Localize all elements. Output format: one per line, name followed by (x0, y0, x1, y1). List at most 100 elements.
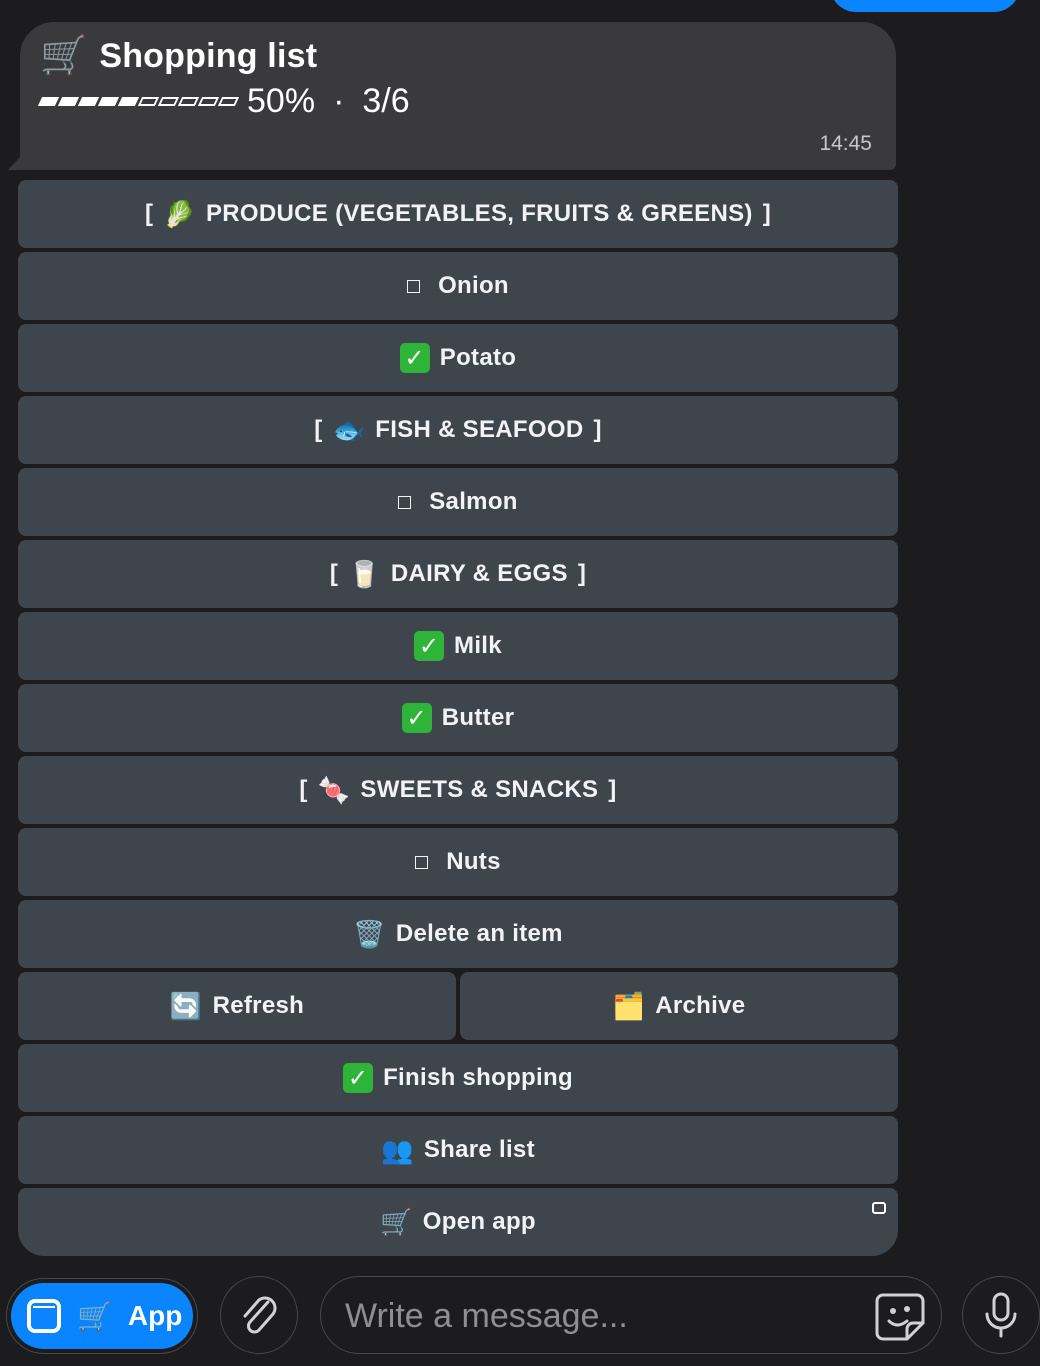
button-label: DAIRY & EGGS (390, 560, 568, 587)
keyboard-row: ✓ Butter (18, 684, 898, 752)
button-label: PRODUCE (VEGETABLES, FRUITS & GREENS) (205, 200, 753, 227)
share-list-button[interactable]: 👥 Share list (18, 1116, 898, 1184)
progress-line: 50% · 3/6 (37, 82, 410, 121)
app-button-ring (6, 1278, 198, 1354)
unchecked-box-icon (398, 495, 412, 509)
check-mark-icon: ✓ (343, 1063, 374, 1093)
outgoing-message-bubble (830, 0, 1020, 12)
bracket-open: [ (145, 200, 154, 227)
keyboard-row: [ 🥬 PRODUCE (VEGETABLES, FRUITS & GREENS)] (18, 180, 898, 248)
refresh-button[interactable]: 🔄 Refresh (18, 972, 456, 1040)
item-onion-button[interactable]: Onion (18, 252, 898, 320)
keyboard-row: 🗑️ Delete an item (18, 900, 898, 968)
check-mark-icon: ✓ (414, 631, 445, 661)
attach-button[interactable] (220, 1276, 298, 1354)
cart-icon: 🛒 (40, 35, 88, 77)
bracket-close: ] (762, 200, 771, 227)
button-label: Refresh (212, 992, 305, 1019)
button-label: Onion (438, 272, 509, 299)
app-button[interactable]: 🛒 App (11, 1283, 193, 1349)
bubble-tail (8, 144, 32, 170)
webapp-icon (872, 1202, 886, 1214)
message-input[interactable] (343, 1291, 847, 1341)
category-emoji-icon: 🥛 (348, 558, 381, 589)
progress-bar (37, 97, 240, 106)
bracket-open: [ (314, 416, 323, 443)
progress-segment (57, 97, 80, 106)
progress-segment (177, 97, 200, 106)
archive-icon: 🗂️ (612, 990, 646, 1021)
item-butter-button[interactable]: ✓ Butter (18, 684, 898, 752)
item-salmon-button[interactable]: Salmon (18, 468, 898, 536)
message-input-wrapper (320, 1276, 942, 1354)
progress-percent: 50% (247, 82, 316, 120)
delete-item-icon: 🗑️ (353, 918, 386, 949)
microphone-icon (985, 1292, 1017, 1338)
button-label: Finish shopping (383, 1064, 573, 1091)
sticker-icon[interactable] (871, 1287, 929, 1345)
inline-keyboard: [ 🥬 PRODUCE (VEGETABLES, FRUITS & GREENS)]… (18, 180, 898, 1260)
button-label: Share list (423, 1136, 535, 1163)
item-potato-button[interactable]: ✓ Potato (18, 324, 898, 392)
keyboard-row: 🔄 Refresh 🗂️ Archive (18, 972, 898, 1040)
keyboard-row: [ 🐟 FISH & SEAFOOD] (18, 396, 898, 464)
item-nuts-button[interactable]: Nuts (18, 828, 898, 896)
button-label: FISH & SEAFOOD (375, 416, 584, 443)
keyboard-row: Onion (18, 252, 898, 320)
button-label: Delete an item (395, 920, 563, 947)
unchecked-box-icon (407, 279, 421, 293)
button-label: Potato (439, 344, 517, 371)
microphone-button[interactable] (962, 1276, 1040, 1354)
button-label: Open app (422, 1208, 536, 1235)
webapp-icon (27, 1299, 61, 1333)
category-emoji-icon: 🐟 (332, 414, 366, 445)
button-label: Nuts (446, 848, 501, 875)
progress-segment (117, 97, 140, 106)
bracket-close: ] (593, 416, 602, 443)
category-dairy-button[interactable]: [🥛DAIRY & EGGS] (18, 540, 898, 608)
finish-shopping-button[interactable]: ✓ Finish shopping (18, 1044, 898, 1112)
cart-icon: 🛒 (77, 1300, 112, 1332)
button-label: Archive (655, 992, 746, 1019)
item-milk-button[interactable]: ✓ Milk (18, 612, 898, 680)
archive-button[interactable]: 🗂️ Archive (460, 972, 898, 1040)
progress-separator: · (333, 82, 345, 120)
progress-segment (217, 97, 240, 106)
refresh-icon: 🔄 (169, 990, 203, 1021)
delete-item-button[interactable]: 🗑️ Delete an item (18, 900, 898, 968)
keyboard-row: ✓ Finish shopping (18, 1044, 898, 1112)
progress-segment (157, 97, 180, 106)
progress-segment (197, 97, 220, 106)
category-emoji-icon: 🍬 (317, 774, 351, 805)
progress-segment (77, 97, 100, 106)
keyboard-row: Nuts (18, 828, 898, 896)
progress-segment (137, 97, 160, 106)
button-label: SWEETS & SNACKS (360, 776, 599, 803)
paperclip-icon (243, 1296, 277, 1334)
open-app-icon: 🛒 (380, 1206, 413, 1237)
category-emoji-icon: 🥬 (163, 198, 196, 229)
keyboard-row: ✓ Milk (18, 612, 898, 680)
check-mark-icon: ✓ (401, 703, 432, 733)
bracket-close: ] (608, 776, 617, 803)
list-title: Shopping list (99, 36, 318, 75)
progress-count: 3/6 (362, 82, 410, 120)
keyboard-row: [🍬SWEETS & SNACKS] (18, 756, 898, 824)
share-list-icon: 👥 (381, 1134, 414, 1165)
category-fish-button[interactable]: [ 🐟 FISH & SEAFOOD] (18, 396, 898, 464)
app-button-label: App (127, 1300, 183, 1331)
composer-bar: 🛒 App (0, 1272, 1040, 1366)
category-sweets-button[interactable]: [🍬SWEETS & SNACKS] (18, 756, 898, 824)
open-app-button[interactable]: 🛒 Open app (18, 1188, 898, 1256)
check-mark-icon: ✓ (399, 343, 430, 373)
button-label: Butter (441, 704, 515, 731)
keyboard-row: Salmon (18, 468, 898, 536)
message-time: 14:45 (819, 132, 872, 155)
keyboard-row: 👥 Share list (18, 1116, 898, 1184)
button-label: Milk (454, 632, 502, 659)
keyboard-row: [🥛DAIRY & EGGS] (18, 540, 898, 608)
unchecked-box-icon (415, 855, 429, 869)
shopping-list-message: 🛒 Shopping list 50% · 3/6 14:45 (8, 22, 896, 170)
bracket-close: ] (577, 560, 587, 587)
category-produce-button[interactable]: [ 🥬 PRODUCE (VEGETABLES, FRUITS & GREENS)] (18, 180, 898, 248)
